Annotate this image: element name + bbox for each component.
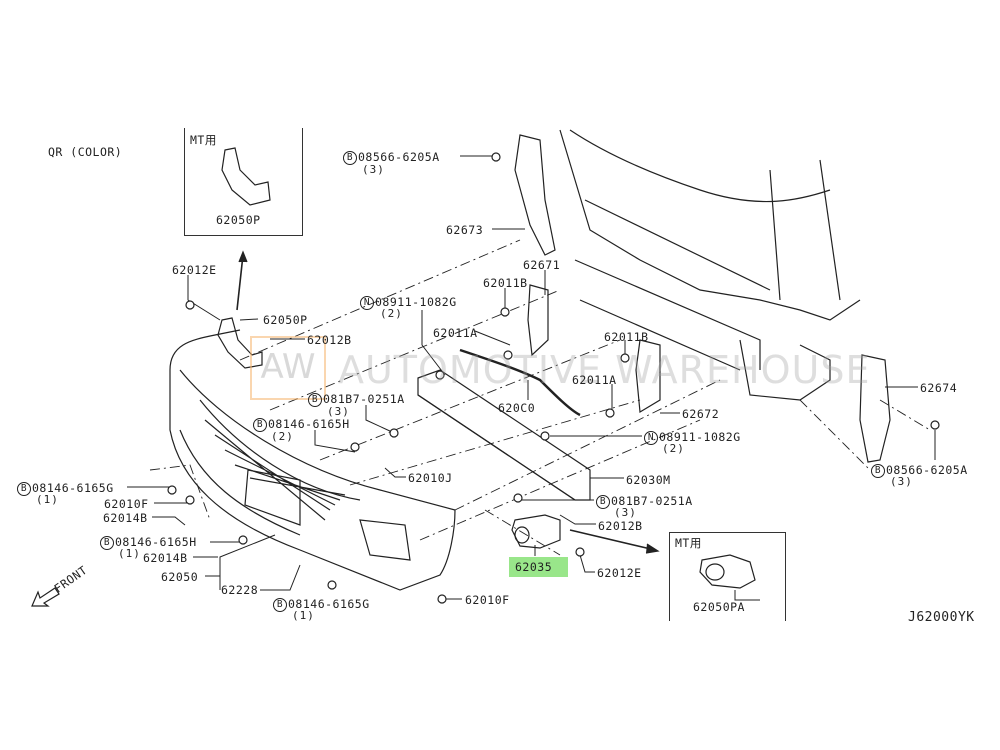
part-label[interactable]: 62673 <box>446 223 484 237</box>
bolt-symbol-icon: B <box>100 536 114 550</box>
part-label[interactable]: 62012B <box>307 333 352 347</box>
quantity: (3) <box>327 405 350 418</box>
bolt-symbol-icon: B <box>308 393 322 407</box>
quantity: (2) <box>380 307 403 320</box>
watermark-text: AUTOMOTIVE WAREHOUSE <box>338 348 871 392</box>
inset-part-label: 62050P <box>216 213 261 227</box>
part-label[interactable]: 62010J <box>408 471 453 485</box>
highlight-62035 <box>509 557 568 577</box>
inset-part-62050pa <box>699 554 756 589</box>
quantity: (1) <box>36 493 59 506</box>
part-number: 08566-6205A <box>358 150 440 164</box>
part-label[interactable]: 62011A <box>433 326 478 340</box>
part-number: 08146-6165G <box>288 597 370 611</box>
part-label[interactable]: 62228 <box>221 583 259 597</box>
bracket-62671 <box>527 284 549 357</box>
arrow-to-inset-62050pa <box>569 529 656 551</box>
inset-title: MT用 <box>675 536 702 550</box>
bracket-62672 <box>635 339 661 414</box>
bracket-62673 <box>514 134 556 256</box>
part-label[interactable]: 62050 <box>161 570 199 584</box>
part-label[interactable]: 62011B <box>483 276 528 290</box>
quantity: (2) <box>662 442 685 455</box>
part-label[interactable]: 62010F <box>104 497 149 511</box>
nut-symbol-icon: N <box>644 431 658 445</box>
part-label-highlighted[interactable]: 62035 <box>515 560 553 574</box>
quantity: (3) <box>890 475 913 488</box>
bolt-symbol-icon: B <box>17 482 31 496</box>
bolt-symbol-icon: B <box>343 151 357 165</box>
part-label[interactable]: 62012B <box>598 519 643 533</box>
quantity: (2) <box>271 430 294 443</box>
part-label[interactable]: 62010F <box>465 593 510 607</box>
variant-label: QR (COLOR) <box>48 145 123 159</box>
quantity: (3) <box>362 163 385 176</box>
bolt-symbol-icon: B <box>596 495 610 509</box>
part-label[interactable]: 62011B <box>604 330 649 344</box>
part-label[interactable]: 620C0 <box>498 401 536 415</box>
bolt-symbol-icon: B <box>871 464 885 478</box>
part-label[interactable]: 62014B <box>103 511 148 525</box>
part-label[interactable]: 62014B <box>143 551 188 565</box>
part-label[interactable]: 62674 <box>920 381 958 395</box>
bolt-symbol-icon: B <box>273 598 287 612</box>
inset-box-mt-62050p <box>184 128 303 236</box>
part-label[interactable]: 62050P <box>263 313 308 327</box>
part-62050p <box>217 317 263 369</box>
inset-part-label: 62050PA <box>693 600 745 614</box>
nut-symbol-icon: N <box>360 296 374 310</box>
bolt-symbol-icon: B <box>253 418 267 432</box>
cable-620c0 <box>459 348 581 417</box>
radiator-core-support <box>559 129 861 401</box>
part-number: 08566-6205A <box>886 463 968 477</box>
fastener-icons <box>167 152 940 604</box>
quantity: (1) <box>118 547 141 560</box>
part-label[interactable]: 62012E <box>597 566 642 580</box>
part-label[interactable]: 62672 <box>682 407 720 421</box>
part-number: 081B7-0251A <box>323 392 405 406</box>
front-arrow-icon <box>31 587 60 607</box>
part-number: 08911-1082G <box>375 295 457 309</box>
quantity: (3) <box>614 506 637 519</box>
inset-part-62050p <box>221 147 271 206</box>
part-number: 08146-6165H <box>268 417 350 431</box>
part-number: 081B7-0251A <box>611 494 693 508</box>
part-label[interactable]: 62011A <box>572 373 617 387</box>
part-number: 08146-6165H <box>115 535 197 549</box>
arrow-to-inset-62050p <box>236 254 244 311</box>
watermark-logo: AW <box>250 336 326 400</box>
bumper-fascia <box>169 329 456 591</box>
part-label[interactable]: 62012E <box>172 263 217 277</box>
foglamp-bracket-62035 <box>511 514 561 549</box>
part-number: 08146-6165G <box>32 481 114 495</box>
bracket-62674 <box>859 354 891 463</box>
part-label[interactable]: 62671 <box>523 258 561 272</box>
inset-title: MT用 <box>190 133 217 147</box>
quantity: (1) <box>292 609 315 622</box>
part-number: 08911-1082G <box>659 430 741 444</box>
diagram-id: J62000YK <box>908 610 975 625</box>
inset-box-mt-62050pa <box>669 532 786 621</box>
part-label[interactable]: 62030M <box>626 473 671 487</box>
